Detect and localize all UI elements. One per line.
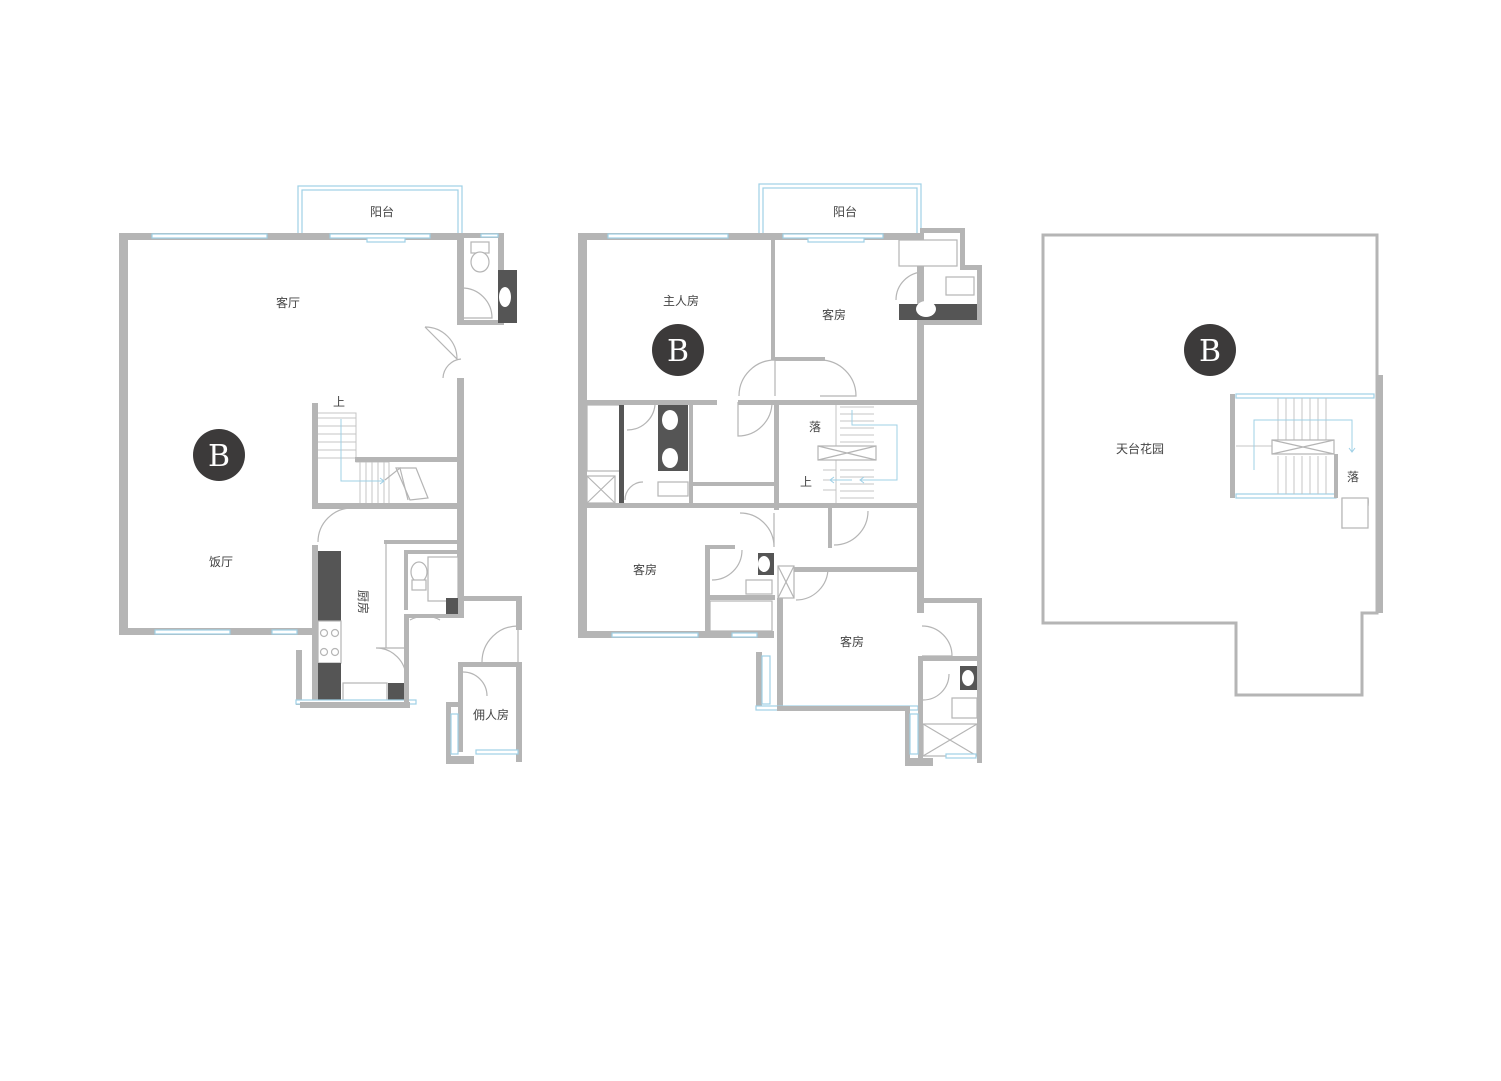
room-label-balcony: 阳台 xyxy=(370,204,394,219)
room-label-living: 客厅 xyxy=(276,295,300,310)
plan-ground-floor: 阳台 客厅 上 饭厅 厨房 佣人房 B xyxy=(119,185,522,764)
plan-roof: 天台花园 落 B xyxy=(1041,233,1383,697)
room-label-master: 主人房 xyxy=(663,293,699,308)
unit-badge-3: B xyxy=(1184,324,1236,376)
room-label-guest-3: 客房 xyxy=(840,634,864,649)
stair-up-label: 上 xyxy=(333,395,345,409)
stair-up-label-2: 上 xyxy=(800,475,812,489)
unit-badge-1-text: B xyxy=(208,439,230,474)
unit-badge-1: B xyxy=(193,429,245,481)
room-label-balcony-2: 阳台 xyxy=(833,204,857,219)
wall xyxy=(119,233,464,240)
room-label-kitchen: 厨房 xyxy=(356,590,371,614)
room-label-maid: 佣人房 xyxy=(473,707,509,722)
room-label-guest-2: 客房 xyxy=(633,562,657,577)
unit-badge-3-text: B xyxy=(1199,334,1221,369)
stair-down-label: 落 xyxy=(809,420,821,434)
room-label-guest-1: 客房 xyxy=(822,307,846,322)
stair-down-label-3: 落 xyxy=(1347,470,1359,484)
plan-upper-floor: 阳台 主人房 客房 落 上 客房 客房 B xyxy=(578,183,982,766)
unit-badge-2-text: B xyxy=(667,334,689,369)
room-label-dining: 饭厅 xyxy=(209,555,233,569)
unit-badge-2: B xyxy=(652,324,704,376)
room-label-roof-garden: 天台花园 xyxy=(1116,441,1164,456)
